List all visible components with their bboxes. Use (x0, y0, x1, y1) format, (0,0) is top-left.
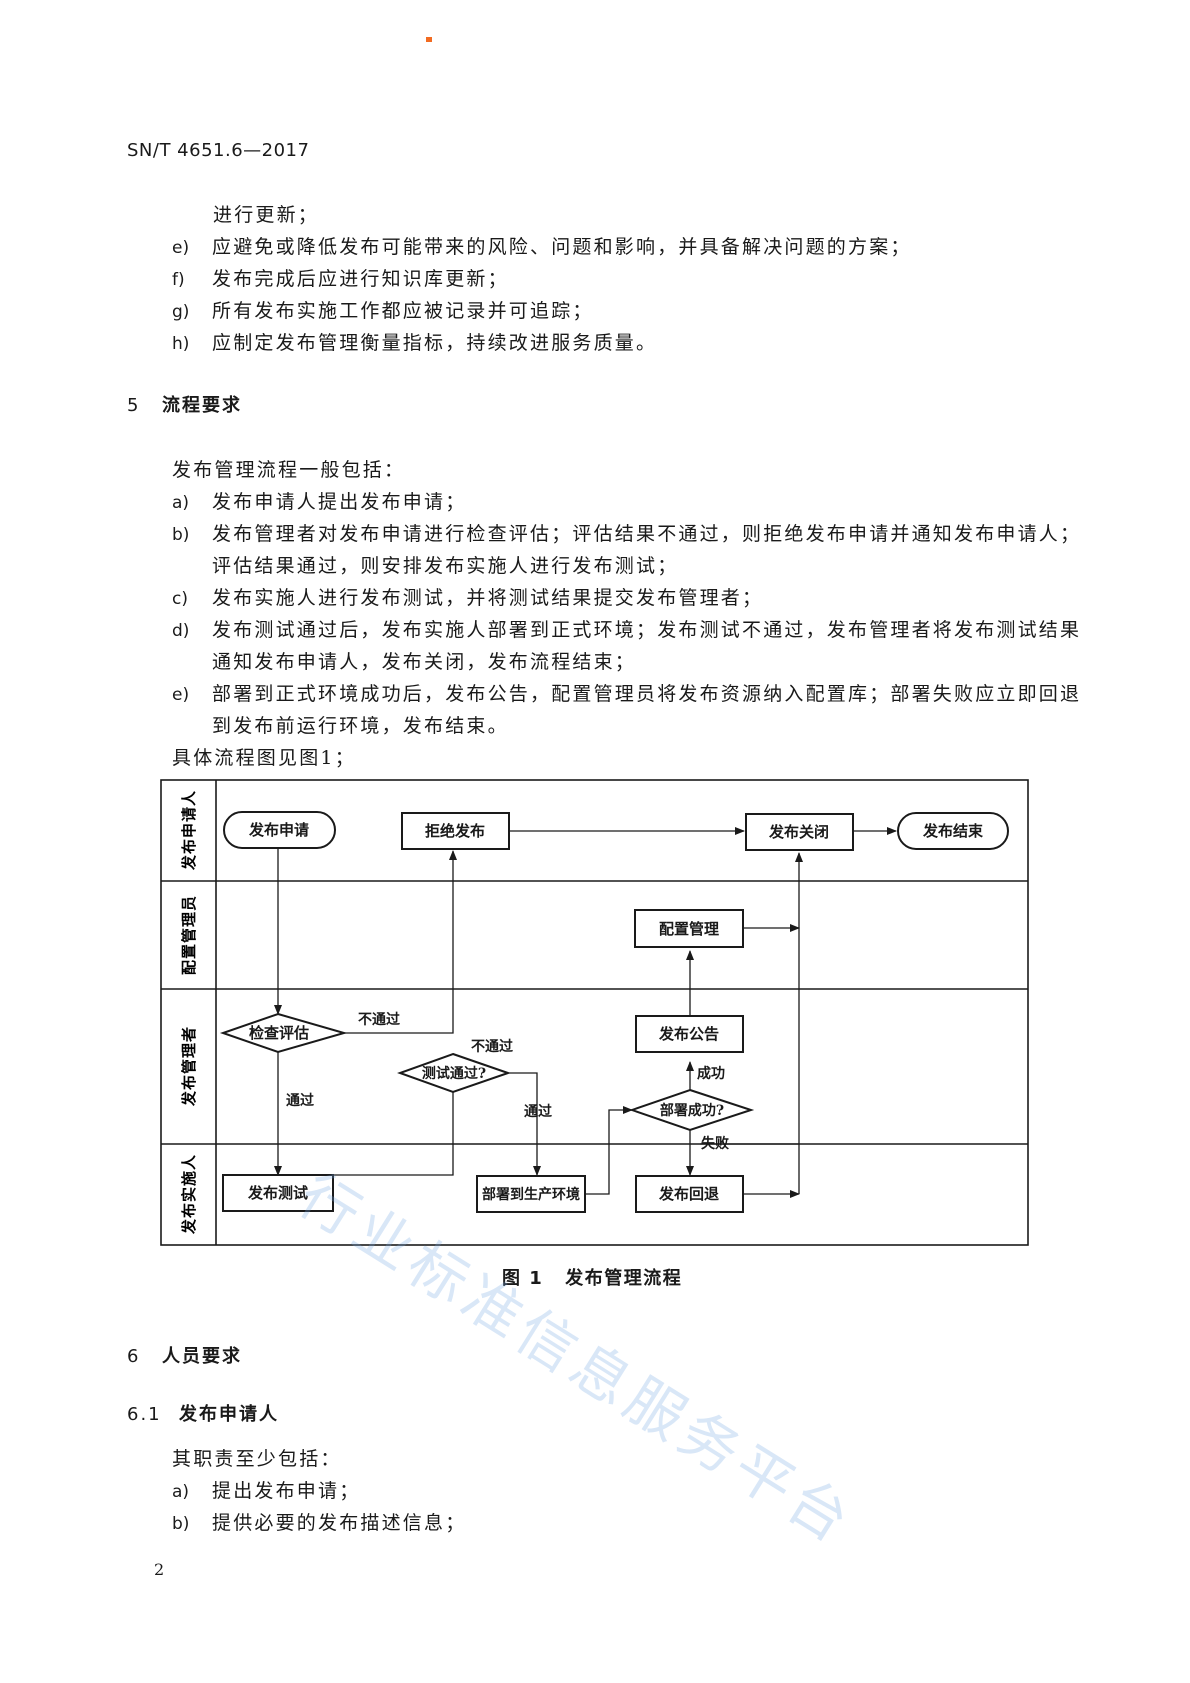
list-item: g) 所有发布实施工作都应被记录并可追踪； (172, 296, 594, 323)
node-end (897, 812, 1009, 850)
node-label: 部署到生产环境 (482, 1186, 580, 1203)
list-label: c) (172, 589, 188, 609)
node-label: 发布回退 (658, 1185, 719, 1203)
list-text: 发布测试通过后，发布实施人部署到正式环境；发布测试不通过，发布管理者将发布测试结… (212, 619, 1082, 641)
paragraph-outro: 具体流程图见图1； (172, 747, 356, 769)
node-assess-decision (219, 1012, 348, 1054)
figure-number: 图 1 (502, 1268, 544, 1289)
node-label: 发布结束 (922, 822, 984, 840)
node-label: 配置管理 (659, 920, 719, 938)
node-close (745, 813, 854, 851)
list-text: 发布完成后应进行知识库更新； (212, 268, 509, 290)
section-heading: 6 人员要求 (127, 1342, 242, 1368)
flow-connectors (274, 827, 897, 1198)
list-text-cont: 通知发布申请人，发布关闭，发布流程结束； (212, 651, 637, 673)
section-title: 人员要求 (162, 1346, 242, 1367)
paragraph-intro: 发布管理流程一般包括： (172, 459, 406, 481)
section-title: 流程要求 (162, 395, 242, 416)
node-rollback (635, 1175, 744, 1213)
list-text-cont: 到发布前运行环境，发布结束。 (212, 715, 509, 737)
page-number: 2 (154, 1560, 165, 1579)
node-label: 检查评估 (249, 1024, 309, 1042)
list-item: b) 提供必要的发布描述信息； (172, 1508, 466, 1535)
node-label: 部署成功? (660, 1102, 724, 1119)
document-code: SN/T 4651.6—2017 (127, 140, 310, 161)
list-label: h) (172, 334, 190, 354)
edge-label: 成功 (697, 1065, 725, 1082)
node-label: 发布公告 (658, 1025, 719, 1043)
node-start-apply (223, 811, 336, 849)
edge-label: 通过 (524, 1103, 552, 1120)
node-label: 发布关闭 (768, 823, 829, 841)
node-test (222, 1174, 334, 1212)
paragraph-intro: 其职责至少包括： (172, 1448, 342, 1470)
subsection-title: 发布申请人 (179, 1404, 279, 1425)
figure-title: 发布管理流程 (565, 1268, 683, 1289)
list-label: e) (172, 238, 190, 258)
edge-label: 不通过 (471, 1038, 513, 1055)
list-item: c) 发布实施人进行发布测试，并将测试结果提交发布管理者； (172, 583, 763, 610)
list-text: 应制定发布管理衡量指标，持续改进服务质量。 (212, 332, 658, 354)
subsection-heading: 6.1 发布申请人 (127, 1400, 279, 1426)
node-deploy (476, 1175, 586, 1213)
list-text: 部署到正式环境成功后，发布公告，配置管理员将发布资源纳入配置库；部署失败应立即回… (212, 683, 1082, 705)
list-label: b) (172, 1514, 190, 1534)
list-item: a) 发布申请人提出发布申请； (172, 487, 466, 514)
edge-label: 不通过 (358, 1011, 400, 1028)
lane-label: 发布申请人 (180, 790, 198, 871)
node-reject (401, 812, 510, 850)
list-label: e) (172, 685, 190, 705)
list-label: a) (172, 1482, 190, 1502)
subsection-number: 6.1 (127, 1404, 162, 1425)
orange-mark (426, 37, 432, 42)
list-label: b) (172, 525, 190, 545)
figure-caption: 图 1 发布管理流程 (502, 1264, 682, 1290)
continuation-line: 进行更新； (213, 204, 320, 226)
list-text: 提供必要的发布描述信息； (212, 1512, 467, 1534)
list-text: 提出发布申请； (212, 1480, 361, 1502)
lane-label: 发布实施人 (180, 1154, 198, 1235)
list-text: 发布申请人提出发布申请； (212, 491, 467, 513)
edge-label: 通过 (286, 1092, 314, 1109)
lane-label: 配置管理员 (180, 895, 198, 975)
node-config (634, 909, 744, 948)
node-label: 拒绝发布 (425, 822, 485, 840)
list-text: 发布管理者对发布申请进行检查评估；评估结果不通过，则拒绝发布申请并通知发布申请人… (212, 523, 1082, 545)
list-text: 应避免或降低发布可能带来的风险、问题和影响，并具备解决问题的方案； (212, 236, 912, 258)
list-item: h) 应制定发布管理衡量指标，持续改进服务质量。 (172, 328, 657, 355)
list-label: d) (172, 621, 190, 641)
list-item: a) 提出发布申请； (172, 1476, 360, 1503)
section-heading: 5 流程要求 (127, 391, 242, 417)
list-item: e) 部署到正式环境成功后，发布公告，配置管理员将发布资源纳入配置库；部署失败应立… (172, 679, 1081, 706)
list-item: e) 应避免或降低发布可能带来的风险、问题和影响，并具备解决问题的方案； (172, 232, 912, 259)
node-label: 发布测试 (247, 1184, 308, 1202)
list-item: f) 发布完成后应进行知识库更新； (172, 264, 509, 291)
lane-label: 发布管理者 (180, 1026, 198, 1107)
swimlane-frame (160, 779, 1029, 1246)
list-label: a) (172, 493, 190, 513)
list-item: b) 发布管理者对发布申请进行检查评估；评估结果不通过，则拒绝发布申请并通知发布申… (172, 519, 1081, 546)
node-label: 发布申请 (248, 821, 309, 839)
node-label: 测试通过? (422, 1065, 486, 1082)
node-test-decision (397, 1052, 512, 1094)
section-number: 6 (127, 1346, 141, 1367)
list-text: 发布实施人进行发布测试，并将测试结果提交发布管理者； (212, 587, 764, 609)
list-item: d) 发布测试通过后，发布实施人部署到正式环境；发布测试不通过，发布管理者将发布测… (172, 615, 1081, 642)
list-text-cont: 评估结果通过，则安排发布实施人进行发布测试； (212, 555, 679, 577)
list-text: 所有发布实施工作都应被记录并可追踪； (212, 300, 594, 322)
list-label: g) (172, 302, 190, 322)
node-announce (635, 1015, 744, 1053)
section-number: 5 (127, 395, 141, 416)
list-label: f) (172, 270, 185, 290)
node-deploy-decision (628, 1088, 755, 1132)
edge-label: 失败 (701, 1135, 730, 1152)
